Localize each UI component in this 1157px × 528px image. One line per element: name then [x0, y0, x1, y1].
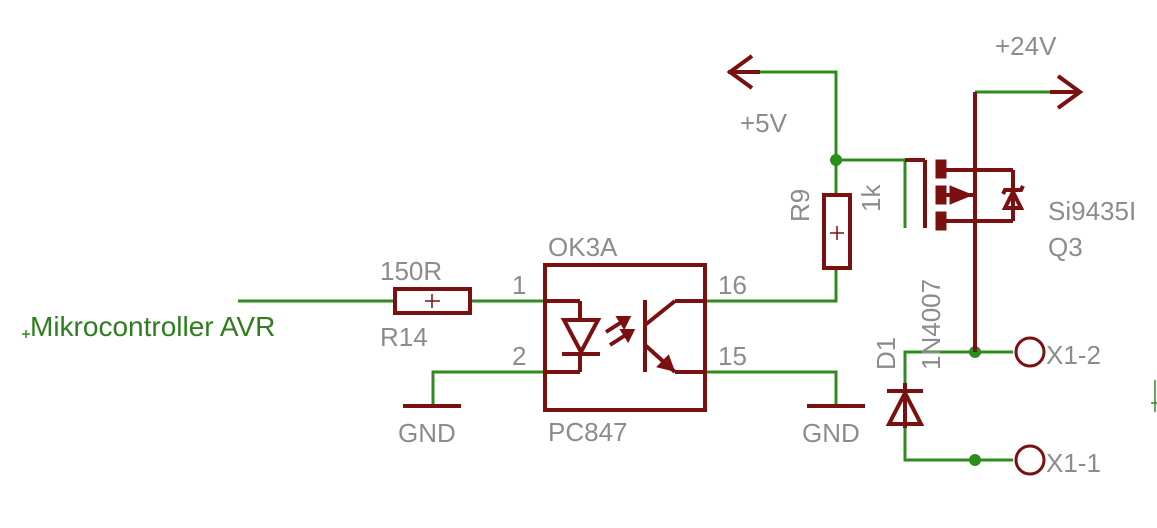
pin-label-1: 1	[512, 270, 526, 300]
supply-label-24v: +24V	[995, 31, 1057, 61]
pin-label-15: 15	[718, 341, 747, 371]
connector-x1-2	[1014, 336, 1046, 368]
connector-label-x1-1: X1-1	[1046, 448, 1101, 478]
gnd-label-left: GND	[398, 418, 456, 448]
diode-value-label: 1N4007	[916, 279, 946, 370]
gnd-label-right: GND	[802, 418, 860, 448]
pin-label-16: 16	[718, 270, 747, 300]
supply-label-5v: +5V	[740, 108, 788, 138]
resistor-r9	[822, 193, 852, 270]
connector-label-x1-2: X1-2	[1046, 340, 1101, 370]
resistor-r14	[393, 287, 472, 315]
diode-name-label: D1	[871, 337, 901, 370]
r14-name-label: R14	[380, 322, 428, 352]
r14-value-label: 150R	[380, 256, 442, 286]
mosfet-value-label: Si9435I	[1048, 196, 1136, 226]
r9-value-label: 1k	[856, 184, 886, 212]
mosfet-q3	[905, 92, 1025, 352]
supply-arrow-5v	[726, 54, 760, 90]
net-label-mikrocontroller: Mikrocontroller AVR	[30, 311, 275, 342]
pin-label-2: 2	[512, 341, 526, 371]
mosfet-name-label: Q3	[1048, 232, 1083, 262]
connector-x1-1	[1014, 444, 1046, 476]
diode-d1	[885, 383, 925, 428]
optocoupler-ok3a	[543, 263, 707, 412]
optocoupler-value-label: PC847	[548, 417, 628, 447]
optocoupler-name-label: OK3A	[548, 232, 618, 262]
supply-arrow-24v	[1050, 74, 1084, 110]
r9-name-label: R9	[785, 189, 815, 222]
origin-marks	[22, 330, 1157, 412]
